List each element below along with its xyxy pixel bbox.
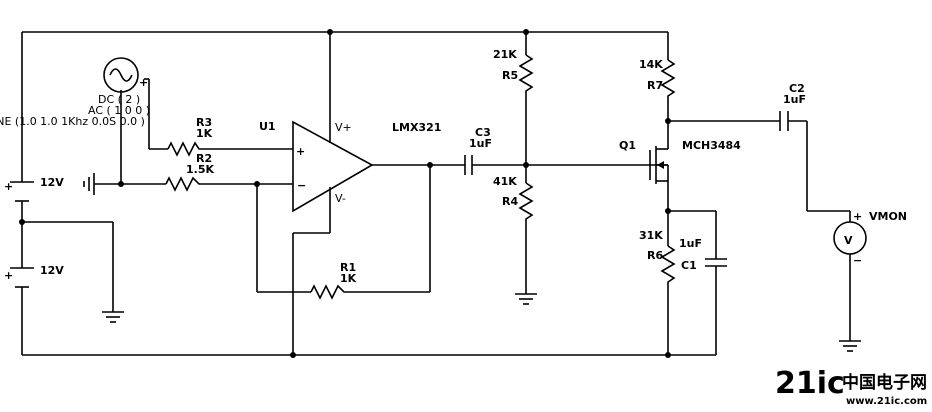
resistor-r2: R2 1.5K	[165, 152, 214, 192]
ground-icon	[839, 340, 861, 352]
watermark: 21ic 中国电子网 www.21ic.com	[775, 366, 927, 407]
r7-value: 14K	[639, 58, 663, 71]
junction	[327, 29, 333, 35]
voltmeter-vmon: V + − VMON	[833, 210, 907, 267]
battery-bottom: + 12V	[4, 264, 64, 288]
resistor-r4: 41K R4	[493, 175, 534, 223]
voltmeter-symbol: V	[844, 234, 853, 247]
battery-top: + 12V	[4, 176, 64, 202]
q1-part: MCH3484	[682, 139, 741, 152]
source-ac-label: AC ( 1 0 0 )	[88, 104, 150, 117]
vmon-plus: +	[853, 210, 862, 223]
u1-part: LMX321	[392, 121, 441, 134]
source-sine-label: SINE (1.0 1.0 1Khz 0.0S 0.0 )	[0, 115, 145, 128]
capacitor-c1: 1uF C1	[679, 237, 727, 272]
junction	[665, 208, 671, 214]
junction	[665, 118, 671, 124]
r3-value: 1K	[196, 127, 213, 140]
watermark-cn: 中国电子网	[842, 372, 927, 393]
watermark-url: www.21ic.com	[846, 396, 927, 407]
u1-vminus: V-	[335, 192, 346, 205]
junction	[254, 181, 260, 187]
battery-top-value: 12V	[40, 176, 64, 189]
r3-name: R3	[196, 116, 212, 129]
r6-name: R6	[647, 249, 663, 262]
ground-icon	[102, 311, 124, 323]
r6-value: 31K	[639, 229, 663, 242]
junction	[665, 352, 671, 358]
junction	[290, 352, 296, 358]
resistor-r7: 14K R7	[639, 58, 676, 100]
sine-source: + DC ( 2 ) AC ( 1 0 0 ) SINE (1.0 1.0 1K…	[0, 57, 150, 128]
c2-name: C2	[789, 82, 805, 95]
c3-name: C3	[475, 126, 491, 139]
vmon-minus: −	[853, 254, 862, 267]
opamp-u1: + − U1 V+ V- LMX321	[259, 120, 441, 213]
junctions	[19, 29, 671, 358]
r4-value: 41K	[493, 175, 517, 188]
r2-value: 1.5K	[186, 163, 214, 176]
ground-icon	[515, 293, 537, 305]
opamp-input-minus: −	[297, 179, 306, 192]
capacitor-c3: C3 1uF	[464, 126, 492, 175]
c2-value: 1uF	[783, 93, 806, 106]
battery-bottom-plus: +	[4, 269, 13, 282]
r7-name: R7	[647, 79, 663, 92]
opamp-input-plus: +	[296, 145, 305, 158]
q1-name: Q1	[619, 139, 636, 152]
c1-value: 1uF	[679, 237, 702, 250]
source-plus: +	[139, 76, 148, 89]
junction	[523, 162, 529, 168]
r5-name: R5	[502, 69, 518, 82]
battery-bottom-value: 12V	[40, 264, 64, 277]
resistor-r5: 21K R5	[493, 48, 534, 95]
junction	[427, 162, 433, 168]
ground-icon	[83, 173, 95, 195]
battery-top-plus: +	[4, 180, 13, 193]
resistor-r3: R3 1K	[167, 116, 213, 157]
r1-name: R1	[340, 261, 356, 274]
wires	[21, 31, 851, 356]
junction	[118, 181, 124, 187]
resistor-r6: 31K R6	[639, 229, 676, 286]
mosfet-q1: Q1 MCH3484	[619, 139, 741, 184]
r1-value: 1K	[340, 272, 357, 285]
vmon-name: VMON	[869, 210, 907, 223]
u1-name: U1	[259, 120, 276, 133]
resistor-r1: R1 1K	[310, 261, 357, 300]
watermark-domain: 21ic	[775, 366, 845, 401]
junction	[523, 29, 529, 35]
r2-name: R2	[196, 152, 212, 165]
r5-value: 21K	[493, 48, 517, 61]
junction	[19, 219, 25, 225]
c1-name: C1	[681, 259, 697, 272]
capacitor-c2: C2 1uF	[779, 82, 806, 131]
source-dc-label: DC ( 2 )	[98, 93, 140, 106]
c3-value: 1uF	[469, 137, 492, 150]
r4-name: R4	[502, 195, 518, 208]
u1-vplus: V+	[335, 121, 352, 134]
